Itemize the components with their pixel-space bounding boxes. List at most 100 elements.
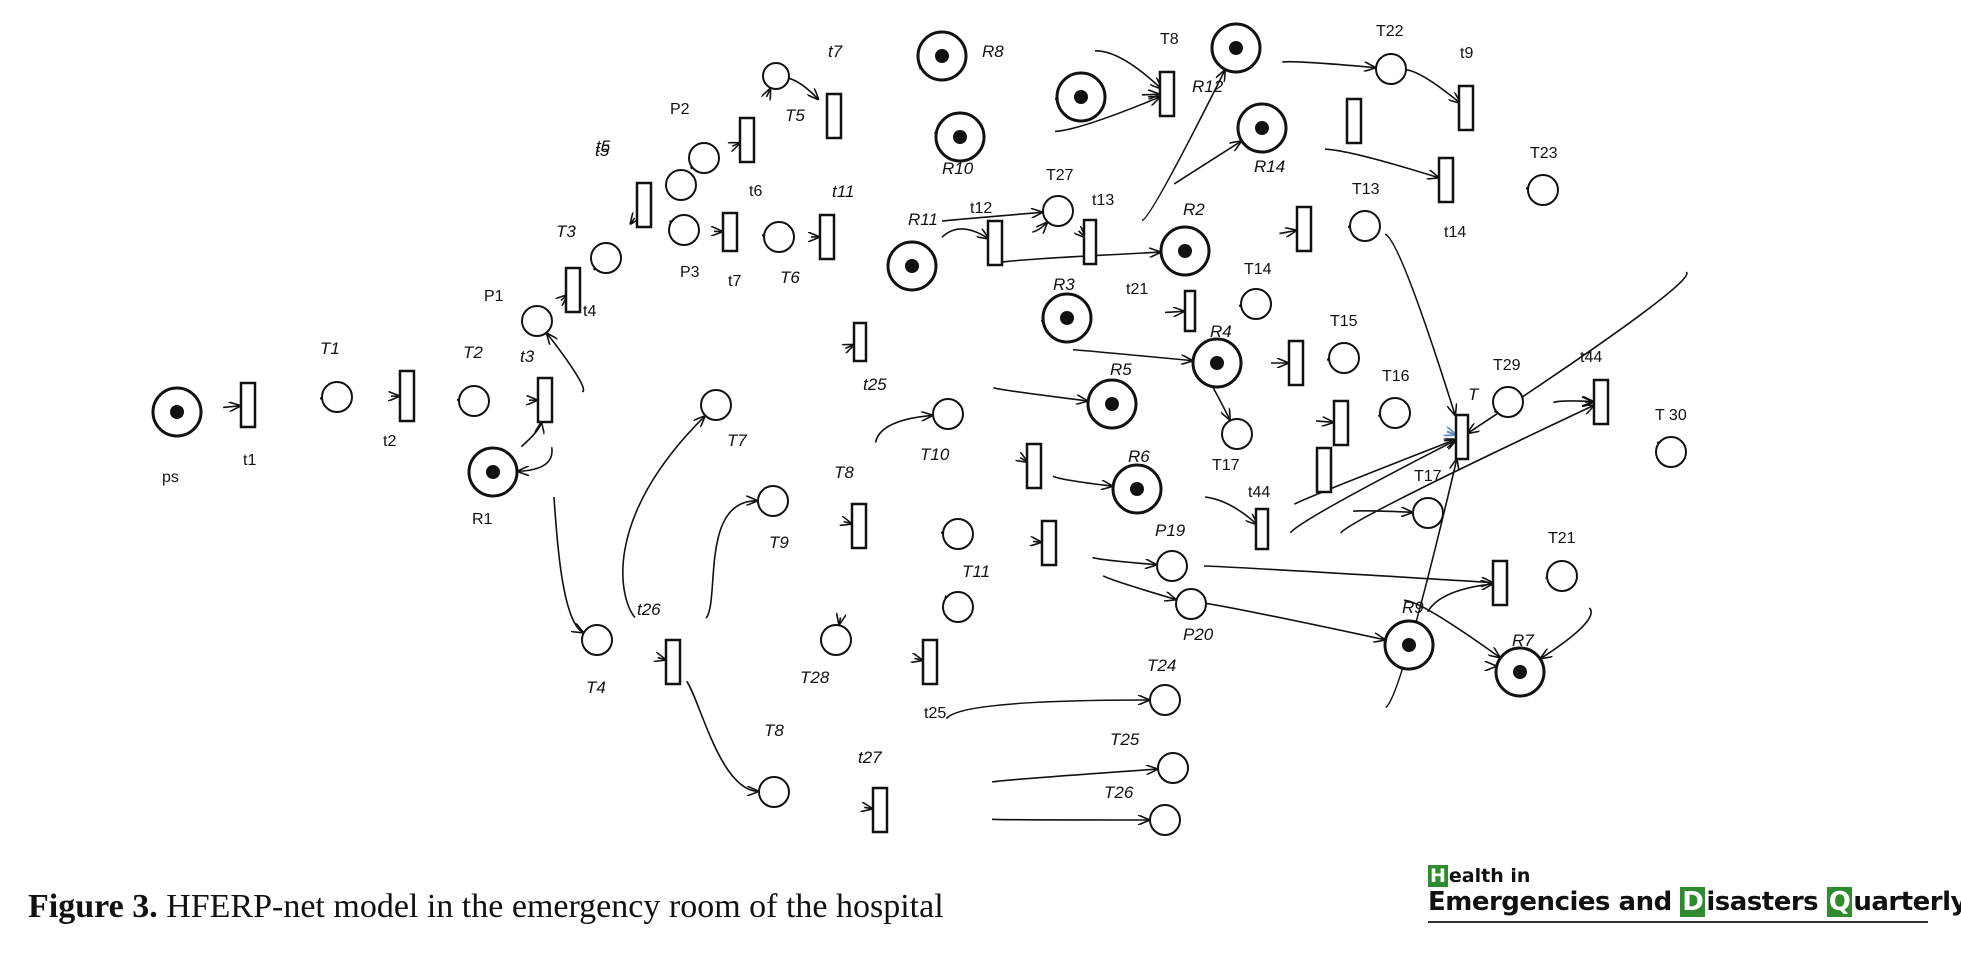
node-label: T9 — [769, 533, 789, 552]
node-label: t4 — [583, 303, 596, 320]
node-label: t44 — [1248, 484, 1270, 501]
arc — [553, 497, 583, 632]
transition-bar — [825, 92, 843, 140]
node-label: T8 — [1160, 31, 1179, 48]
arc — [658, 658, 666, 660]
node-label: T23 — [1530, 145, 1558, 162]
node-label: T16 — [1382, 368, 1410, 385]
arc — [914, 658, 922, 660]
transition-bar — [635, 181, 653, 229]
node-label: T8 — [764, 721, 784, 740]
place — [1527, 174, 1559, 206]
token-dot — [905, 259, 919, 273]
place — [1042, 195, 1074, 227]
arc — [992, 769, 1157, 783]
node-label: R7 — [1512, 631, 1534, 650]
transition-bar — [1287, 339, 1305, 387]
arc — [223, 406, 240, 408]
transition-bar — [1315, 446, 1333, 494]
arc — [1094, 50, 1161, 89]
transition-bar — [536, 376, 554, 424]
arc — [1279, 230, 1296, 233]
arc — [845, 345, 853, 349]
arc — [844, 522, 852, 524]
node-label: R3 — [1053, 275, 1075, 294]
journal-logo-rule — [1428, 921, 1928, 923]
token-dot — [1210, 356, 1224, 370]
place — [1156, 550, 1188, 582]
arc — [767, 89, 771, 97]
token-dot — [1229, 41, 1243, 55]
node-label: T1 — [320, 339, 340, 358]
node-label: ps — [162, 469, 179, 486]
arc — [732, 143, 739, 146]
place — [700, 389, 732, 421]
arc — [1033, 541, 1041, 542]
arc — [1352, 511, 1412, 512]
arc — [1183, 599, 1385, 639]
arc — [1385, 459, 1457, 708]
token-dot — [1105, 397, 1119, 411]
token-dot — [1255, 121, 1269, 135]
transition-bar — [398, 369, 416, 423]
node-label: T8 — [834, 463, 854, 482]
arc — [1102, 575, 1175, 600]
node-label: R4 — [1210, 322, 1232, 341]
node-label: t7 — [828, 42, 843, 61]
node-label: T25 — [1110, 730, 1140, 749]
transition-bar — [1158, 70, 1176, 118]
figure-caption-label: Figure 3. — [28, 888, 158, 925]
arc — [1205, 496, 1257, 524]
node-label: R12 — [1192, 77, 1224, 96]
transition-bar — [1040, 519, 1058, 567]
place — [758, 776, 790, 808]
place — [321, 381, 353, 413]
node-label: T4 — [586, 678, 606, 697]
arc — [1541, 607, 1592, 658]
place — [1240, 288, 1272, 320]
token-dot — [1513, 665, 1527, 679]
arc — [1141, 70, 1225, 222]
arc — [1282, 60, 1375, 68]
transition-bar — [1437, 156, 1455, 204]
token-dot — [1060, 311, 1074, 325]
node-label: T26 — [1104, 783, 1134, 802]
arc — [1032, 223, 1047, 233]
node-label: t12 — [970, 200, 992, 217]
place — [458, 385, 490, 417]
figure-caption: Figure 3. HFERP-net model in the emergen… — [28, 888, 944, 926]
arc — [1384, 233, 1455, 415]
node-label: P3 — [680, 264, 700, 281]
node-label: T14 — [1244, 261, 1272, 278]
transition-bar — [818, 213, 836, 261]
transition-bar — [1254, 507, 1270, 551]
node-label: t5 — [595, 141, 610, 160]
node-label: T24 — [1147, 656, 1176, 675]
transition-bar — [664, 638, 682, 686]
node-label: t2 — [383, 433, 396, 450]
place — [942, 591, 974, 623]
transition-bar — [850, 502, 868, 550]
transition-bar — [871, 786, 889, 834]
arc — [1403, 599, 1500, 657]
arc — [1072, 348, 1192, 361]
transition-bar — [239, 381, 257, 429]
transition-bar — [1025, 442, 1043, 490]
arc — [874, 415, 933, 443]
node-label: P1 — [484, 288, 504, 305]
token-dot — [1402, 638, 1416, 652]
arc — [1173, 141, 1241, 185]
node-label: t21 — [1126, 281, 1148, 298]
place — [590, 242, 622, 274]
token-dot — [1178, 244, 1192, 258]
node-label: P2 — [670, 101, 690, 118]
arc — [1141, 94, 1159, 95]
node-label: t13 — [1092, 192, 1114, 209]
transition-bar — [1183, 289, 1197, 333]
node-label: P19 — [1155, 521, 1186, 540]
place — [521, 305, 553, 337]
node-label: t27 — [858, 748, 882, 767]
transition-bar — [1082, 218, 1098, 266]
